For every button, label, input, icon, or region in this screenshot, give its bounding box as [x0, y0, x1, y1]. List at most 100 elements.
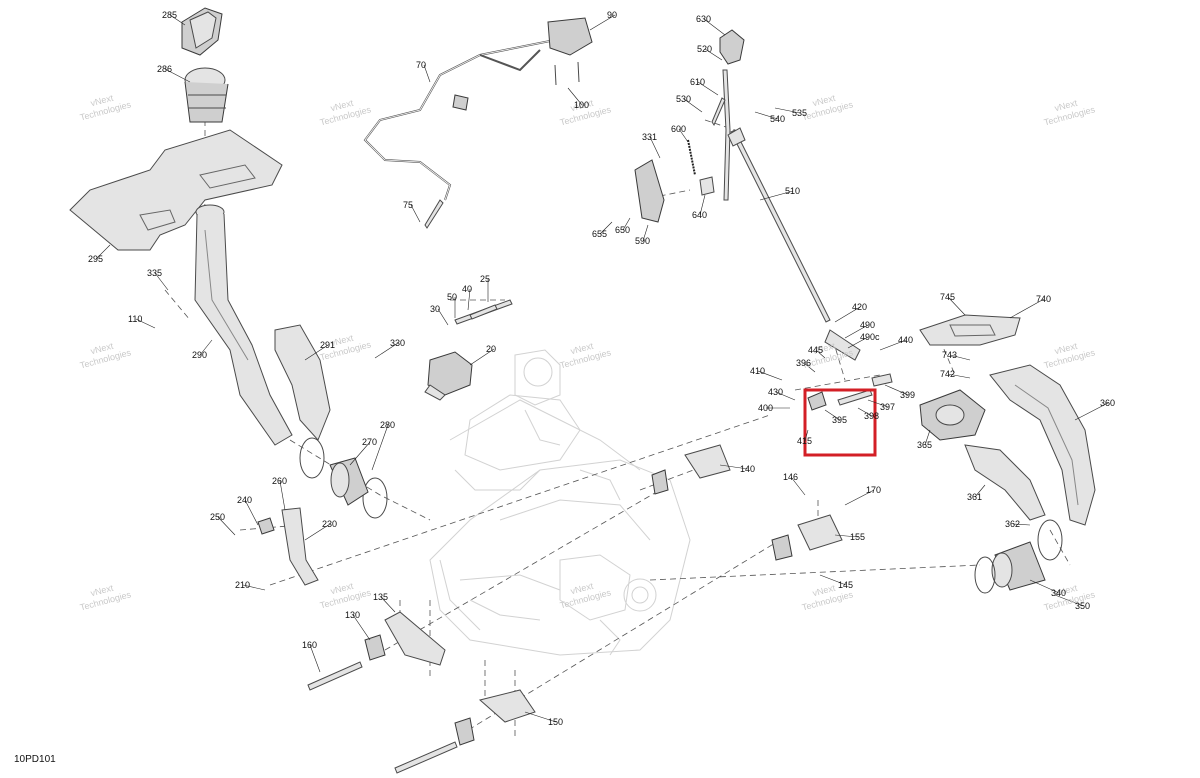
leader-140	[719, 464, 749, 470]
leader-395	[824, 409, 841, 421]
leader-410	[757, 370, 783, 381]
callout-335: 335	[147, 268, 162, 278]
leader-291	[304, 344, 329, 361]
rod-510	[727, 127, 831, 323]
callout-140: 140	[740, 464, 755, 474]
callout-155: 155	[850, 532, 865, 542]
callout-210: 210	[235, 580, 250, 590]
callout-75: 75	[403, 200, 413, 210]
leader-743	[949, 354, 971, 361]
callout-360: 360	[1100, 398, 1115, 408]
callout-415: 415	[797, 436, 812, 446]
callout-250: 250	[210, 512, 225, 522]
callout-361: 361	[967, 492, 982, 502]
callout-340: 340	[1051, 588, 1066, 598]
leader-285	[169, 14, 186, 26]
callout-445: 445	[808, 345, 823, 355]
leader-20	[469, 348, 495, 366]
leader-360	[1074, 402, 1109, 421]
mount-155	[771, 514, 843, 561]
callout-130: 130	[345, 610, 360, 620]
callout-395: 395	[832, 415, 847, 425]
callout-110: 110	[128, 314, 142, 324]
clamp-350	[974, 556, 996, 594]
intake-cap-285	[181, 7, 223, 56]
callout-740: 740	[1036, 294, 1051, 304]
leader-490	[844, 324, 869, 339]
leader-398	[857, 407, 873, 417]
callout-30: 30	[430, 304, 440, 314]
link-640	[699, 176, 715, 196]
callout-295: 295	[88, 254, 103, 264]
callout-160: 160	[302, 640, 317, 650]
leader-655	[599, 221, 613, 235]
throttle-90	[547, 17, 593, 86]
lever-610	[711, 69, 731, 201]
leader-146	[790, 476, 806, 496]
callout-40: 40	[462, 284, 472, 294]
leader-331	[649, 136, 661, 159]
mount-240	[257, 517, 275, 535]
callout-743: 743	[942, 350, 957, 360]
leader-520	[704, 48, 723, 61]
callout-350: 350	[1075, 601, 1090, 611]
callout-650: 650	[615, 225, 630, 235]
callout-290: 290	[192, 350, 207, 360]
leader-230	[304, 523, 331, 541]
leader-155	[834, 534, 859, 538]
leader-650	[622, 217, 631, 231]
leader-365	[924, 429, 931, 446]
mounting-plate-295	[69, 129, 283, 251]
highlight-box	[803, 388, 877, 457]
linkage-area	[807, 329, 893, 411]
callout-362: 362	[1005, 519, 1020, 529]
callout-397: 397	[880, 402, 895, 412]
leader-530	[683, 98, 703, 113]
engine-ghost	[429, 349, 691, 656]
clamp-362	[1037, 519, 1063, 561]
callout-146: 146	[783, 472, 798, 482]
callout-430: 430	[768, 387, 783, 397]
leader-361	[974, 484, 986, 498]
intake-duct-290	[194, 204, 293, 446]
leader-130	[352, 614, 371, 641]
leader-590	[642, 224, 649, 242]
bolts-25-50	[454, 299, 513, 325]
callout-90: 90	[607, 10, 617, 20]
callout-420: 420	[852, 302, 867, 312]
leader-630	[703, 18, 726, 36]
leader-742	[947, 373, 971, 379]
callout-400: 400	[758, 403, 773, 413]
leader-600	[678, 128, 689, 143]
leader-640	[699, 194, 706, 216]
intake-boot-286	[184, 67, 229, 123]
component-20	[424, 351, 473, 401]
leader-70	[423, 64, 431, 83]
bracket-135	[384, 611, 446, 666]
callout-numbers: 2852862953351102902912802702602402502302…	[88, 10, 1115, 727]
clamp-280	[299, 437, 388, 519]
callout-640: 640	[692, 210, 707, 220]
leader-150	[524, 711, 557, 723]
leader-350	[1054, 594, 1084, 607]
leader-240	[244, 499, 259, 526]
leader-170	[844, 489, 875, 506]
leader-lines	[95, 14, 1109, 723]
callout-20: 20	[486, 344, 496, 354]
leader-250	[217, 516, 236, 536]
leader-160	[309, 644, 321, 673]
callout-70: 70	[416, 60, 426, 70]
pipe-361	[964, 444, 1046, 521]
callout-398: 398	[864, 411, 879, 421]
cable-70	[363, 39, 556, 229]
leader-745	[947, 296, 966, 316]
exhaust-360	[989, 364, 1096, 526]
callout-365: 365	[917, 440, 932, 450]
leader-100	[567, 87, 583, 106]
